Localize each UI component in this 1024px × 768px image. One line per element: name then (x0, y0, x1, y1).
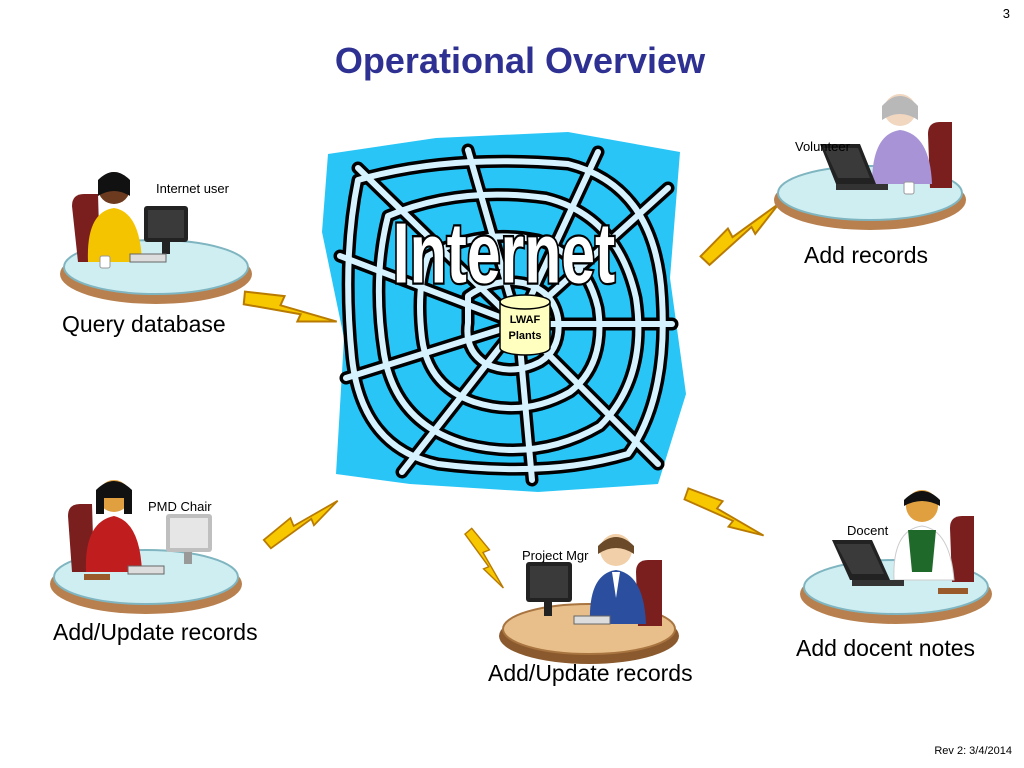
database-label-line2: Plants (508, 330, 542, 342)
query-database-caption: Query database (62, 311, 226, 337)
volunteer-label: Volunteer (795, 139, 850, 154)
spider-web-icon: Internet (322, 132, 686, 492)
internet-web-graphic: Internet (318, 128, 690, 500)
docent-label: Docent (847, 523, 889, 538)
project-mgr-label: Project Mgr (522, 548, 589, 563)
internet-wordmark: Internet (393, 205, 615, 301)
pmd-add-update-caption: Add/Update records (53, 619, 258, 645)
lightning-bolt-icon (676, 478, 768, 556)
pmd-chair-workstation-icon (48, 474, 244, 618)
lightning-bolt-icon (250, 500, 356, 552)
database-label: LWAF Plants (498, 312, 552, 344)
lightning-bolt-icon (694, 202, 792, 267)
add-docent-notes-caption: Add docent notes (796, 635, 976, 661)
project-mgr-workstation-icon (498, 528, 680, 668)
database-cylinder-icon (498, 294, 552, 356)
docent-workstation-icon (798, 484, 994, 628)
lightning-bolt-icon (448, 512, 518, 608)
slide-title: Operational Overview (334, 40, 706, 81)
project-mgr-add-update-caption: Add/Update records (488, 660, 693, 686)
lightning-bolt-icon (236, 283, 340, 343)
add-records-caption: Add records (804, 242, 929, 268)
revision-footer: Rev 2: 3/4/2014 (934, 745, 1012, 757)
internet-user-workstation-icon (58, 166, 254, 310)
internet-user-label: Internet user (156, 181, 229, 196)
page-number: 3 (1002, 6, 1010, 21)
pmd-chair-label: PMD Chair (148, 499, 212, 514)
volunteer-workstation-icon (772, 88, 968, 232)
database-label-line1: LWAF (509, 314, 541, 326)
